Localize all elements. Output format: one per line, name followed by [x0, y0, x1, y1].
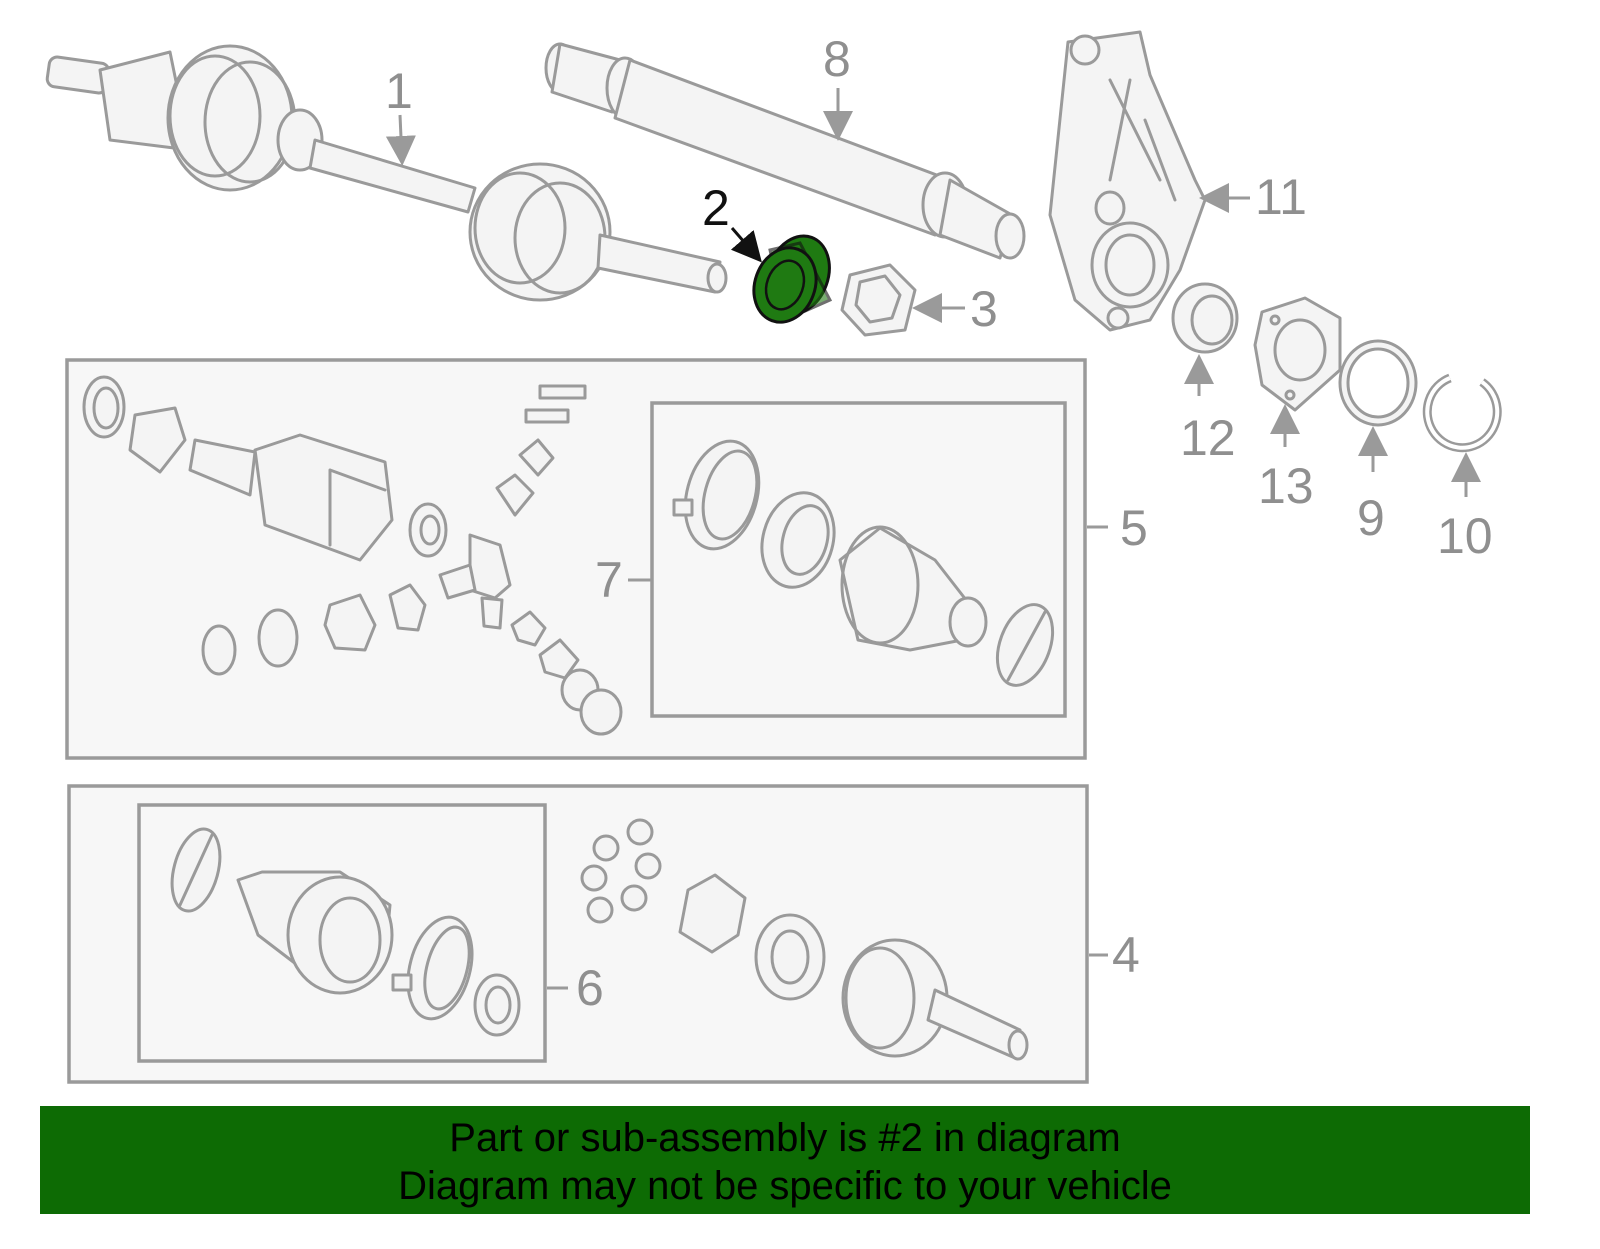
callout-5: 5	[1120, 500, 1148, 556]
callout-12: 12	[1180, 410, 1236, 466]
bearing-flange	[1253, 296, 1342, 412]
outer-joint-parts	[580, 818, 1029, 1061]
callout-7: 7	[595, 552, 623, 608]
seal-highlighted	[752, 234, 833, 324]
snap-ring	[1422, 373, 1502, 453]
info-banner: Part or sub-assembly is #2 in diagram Di…	[40, 1106, 1530, 1214]
callout-4: 4	[1112, 927, 1140, 983]
callout-3: 3	[970, 281, 998, 337]
half-shaft-assembly	[45, 44, 728, 302]
outer-boot-kit	[672, 439, 1055, 687]
banner-line-2: Diagram may not be specific to your vehi…	[398, 1164, 1172, 1208]
callout-13: 13	[1258, 458, 1314, 514]
steering-knuckle	[1048, 30, 1207, 332]
callout-10: 10	[1437, 508, 1493, 564]
callout-6: 6	[576, 960, 604, 1016]
wheel-bearing	[1171, 282, 1239, 354]
callout-11: 11	[1255, 169, 1307, 225]
banner-line-1: Part or sub-assembly is #2 in diagram	[449, 1116, 1121, 1160]
callout-1: 1	[385, 63, 413, 119]
inner-joint-parts	[82, 375, 623, 736]
inner-boot-kit	[170, 827, 521, 1037]
axle-nut	[840, 263, 917, 337]
o-ring	[1338, 339, 1418, 427]
callout-9: 9	[1357, 490, 1385, 546]
callout-8: 8	[823, 31, 851, 87]
intermediate-shaft	[544, 42, 1026, 260]
callout-2: 2	[702, 180, 730, 236]
